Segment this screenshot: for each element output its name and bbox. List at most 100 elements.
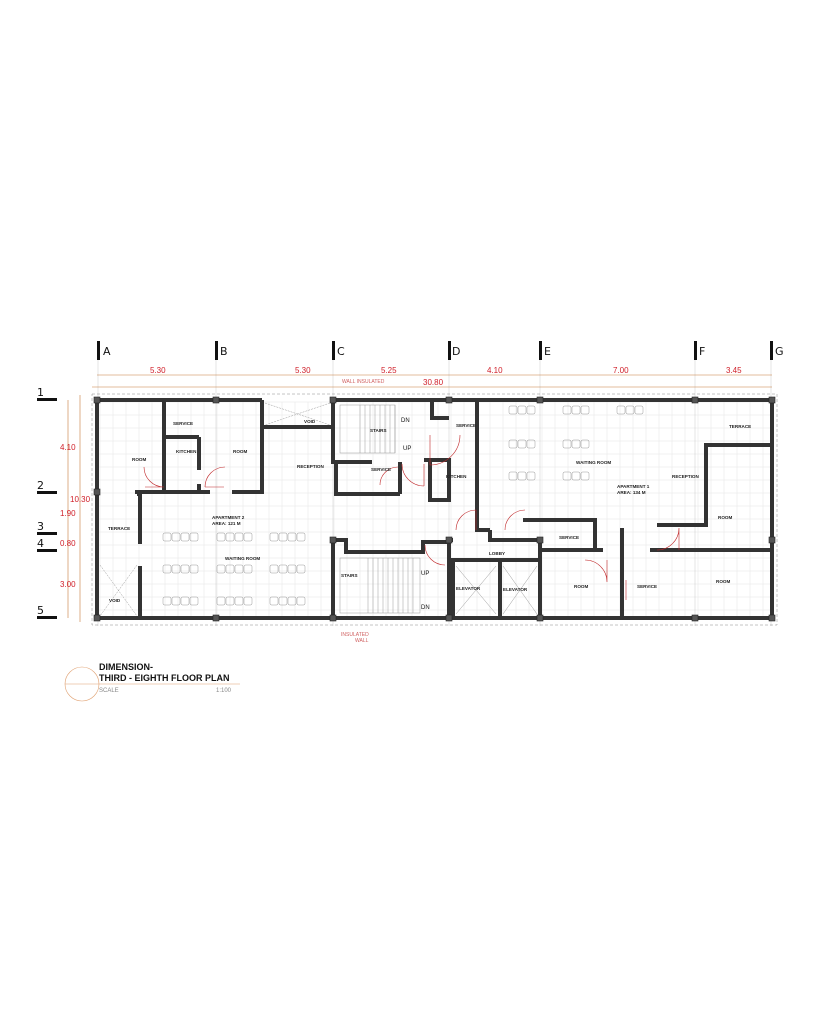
chair [234,564,244,574]
chair [580,405,590,415]
label-void-top: VOID [304,419,316,424]
label-stairs-top: STAIRS [370,428,387,433]
column [536,396,544,404]
chair [216,532,226,542]
note-wall: WALL [355,638,369,644]
dim-cd: 5.25 [381,366,397,375]
label-service-c: SERVICE [559,535,579,540]
chair [243,532,253,542]
elevator-shafts [99,402,538,617]
column [329,614,337,622]
dim-overall-width: 30.80 [423,378,444,387]
chair [180,532,190,542]
dim-34: 0.80 [60,539,76,548]
label-service-a: SERVICE [173,421,193,426]
chair [625,405,635,415]
label-kitchen-a: KITCHEN [176,449,197,454]
dim-bc: 5.30 [295,366,311,375]
building-boundary [91,393,778,626]
dim-overall-depth: 10.30 [70,495,91,504]
label-reception-b: RECEPTION [672,474,699,479]
chair [216,564,226,574]
grid-row-4: 4 [37,537,44,550]
column [212,396,220,404]
note-wall-insulated: WALL INSULATED [342,379,385,385]
chair [562,439,572,449]
dim-ef: 7.00 [613,366,629,375]
column [768,536,776,544]
chair [517,471,527,481]
chair [278,564,288,574]
chair [508,439,518,449]
title-line2: THIRD - EIGHTH FLOOR PLAN [99,673,230,683]
svg-text:A: A [103,345,111,358]
chair [616,405,626,415]
room-labels: SERVICE KITCHEN ROOM ROOM VOID RECEPTION… [108,418,751,611]
chair [508,471,518,481]
chair [171,564,181,574]
label-room-a2: ROOM [233,449,247,454]
label-room-a1: ROOM [132,457,146,462]
label-room-b3: ROOM [716,579,730,584]
column [445,396,453,404]
chair [234,596,244,606]
chair [526,471,536,481]
chair [571,405,581,415]
chair [580,439,590,449]
chair [296,532,306,542]
column [445,536,453,544]
label-apartment1-line1: APARTMENT 1 [617,484,650,489]
label-up-top: UP [403,446,411,452]
chair [234,532,244,542]
column [329,396,337,404]
dim-23: 1.90 [60,509,76,518]
chair [508,405,518,415]
column [212,614,220,622]
chair [526,405,536,415]
doors[interactable] [143,434,680,600]
label-apartment1-line2: AREA: 134 M [617,490,646,495]
column [536,614,544,622]
chair [171,532,181,542]
title-line1: DIMENSION- [99,662,153,672]
chair [162,532,172,542]
label-service-mid: SERVICE [371,467,391,472]
structural-columns [93,396,776,622]
grid-row-5: 5 [37,604,44,617]
dim-de: 4.10 [487,366,503,375]
svg-text:C: C [337,345,345,358]
stairs-top [339,404,396,454]
svg-text:G: G [775,345,784,358]
label-elevator-2: ELEVATOR [503,587,528,592]
label-terrace-b: TERRACE [729,424,751,429]
label-waiting-b: WAITING ROOM [576,460,611,465]
chair [517,439,527,449]
grid-row-1: 1 [37,386,44,399]
chair [243,564,253,574]
dim-12: 4.10 [60,443,76,452]
note-insulated: INSULATED [341,632,369,638]
chair [189,596,199,606]
label-apartment2-line1: APARTMENT 2 [212,515,245,520]
floor-tiles [99,401,770,616]
furniture [162,405,644,606]
dim-ab: 5.30 [150,366,166,375]
chair [287,596,297,606]
scale-value: 1:100 [216,688,232,694]
chair [189,564,199,574]
chair [278,596,288,606]
chair [225,564,235,574]
chair [296,564,306,574]
chair [180,596,190,606]
chair [180,564,190,574]
label-terrace-a: TERRACE [108,526,130,531]
chair [571,439,581,449]
column [445,614,453,622]
grid-column-b: B [215,341,228,626]
dim-fg: 3.45 [726,366,742,375]
grid-column-a: A [97,341,111,626]
label-stairs-bottom: STAIRS [341,573,358,578]
walls [95,398,774,620]
label-elevator-1: ELEVATOR [456,586,481,591]
